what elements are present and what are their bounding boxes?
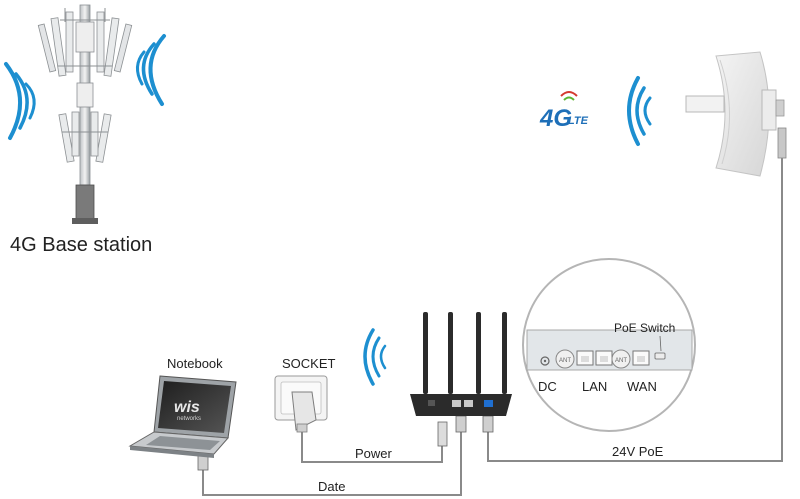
base-station-label: 4G Base station bbox=[10, 234, 152, 256]
notebook-logo-main: wis bbox=[174, 399, 200, 416]
notebook-label: Notebook bbox=[167, 356, 223, 371]
lan-label: LAN bbox=[582, 379, 607, 394]
power-adapter-icon bbox=[291, 391, 317, 433]
power-cable-label: Power bbox=[355, 446, 393, 461]
lte-badge-sub: LTE bbox=[568, 115, 589, 127]
dc-label: DC bbox=[538, 379, 557, 394]
wifi-wave-icon bbox=[4, 34, 166, 140]
data-cable-label: Date bbox=[318, 479, 345, 494]
router-icon bbox=[410, 312, 512, 416]
poe-switch-label: PoE Switch bbox=[614, 321, 675, 335]
cables bbox=[202, 158, 783, 496]
wifi-wave-icon bbox=[627, 76, 652, 146]
ant-port-label: ANT bbox=[615, 358, 627, 364]
wifi-wave-icon bbox=[363, 328, 387, 386]
notebook-icon: wis networks bbox=[128, 375, 237, 458]
dc-plug bbox=[437, 421, 448, 447]
rj45-connector bbox=[482, 415, 494, 433]
notebook-logo-sub: networks bbox=[177, 416, 201, 422]
port-panel-zoom: ANT ANT PoE Switch DC LAN WAN bbox=[522, 258, 696, 432]
rj45-connector bbox=[455, 415, 467, 433]
wan-label: WAN bbox=[627, 379, 657, 394]
antenna-dish-icon bbox=[685, 51, 787, 177]
lte-badge-main: 4G bbox=[539, 105, 572, 132]
ant-port-label: ANT bbox=[559, 358, 571, 364]
poe-cable-label: 24V PoE bbox=[612, 444, 664, 459]
socket-label: SOCKET bbox=[282, 356, 336, 371]
lte-badge: 4G LTE bbox=[539, 91, 589, 132]
tower-icon bbox=[37, 4, 133, 224]
